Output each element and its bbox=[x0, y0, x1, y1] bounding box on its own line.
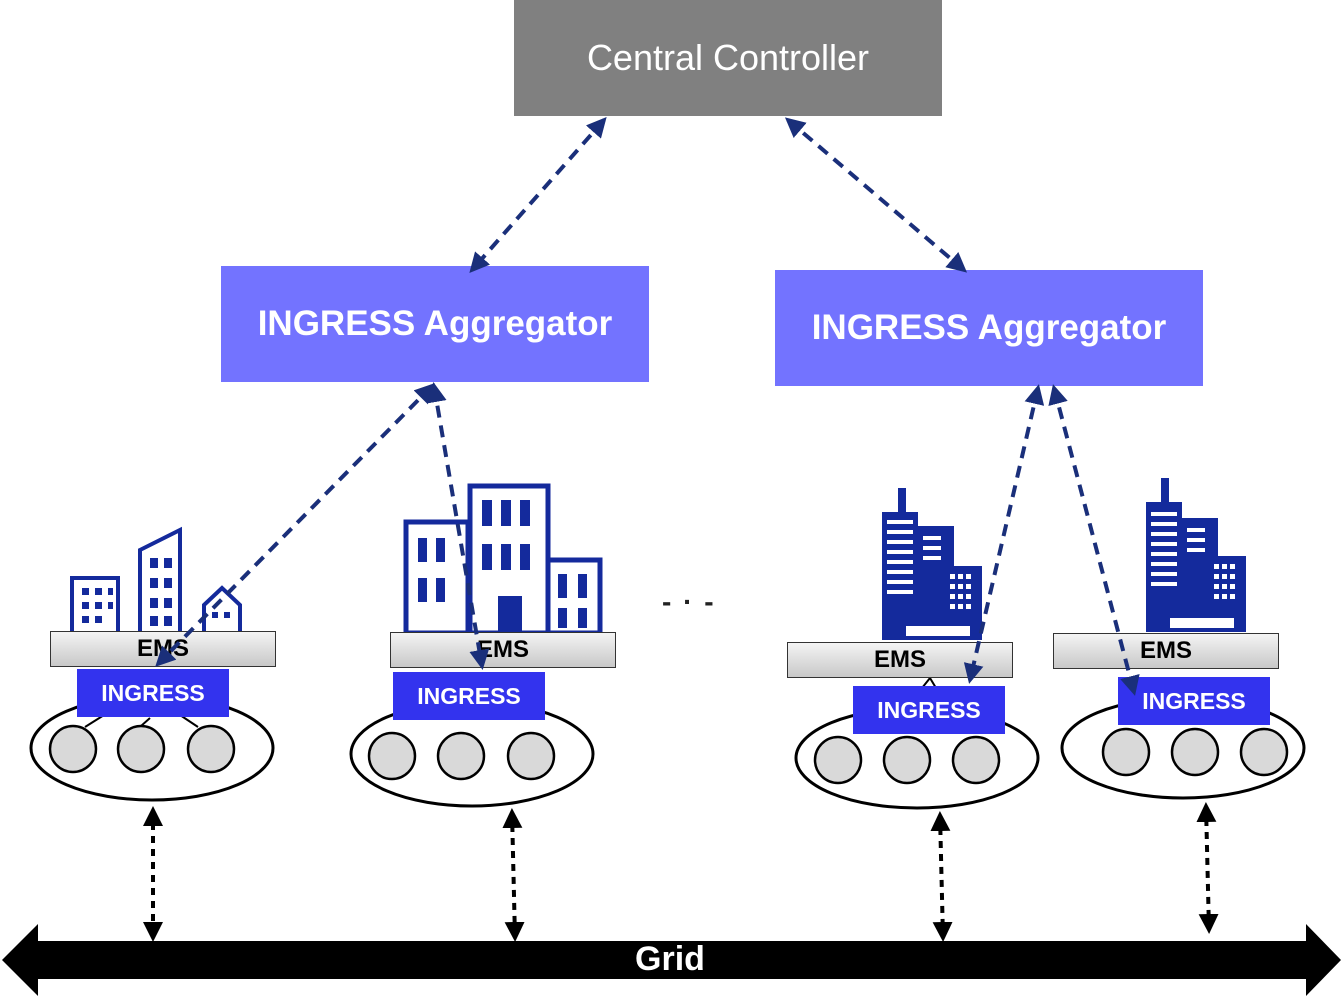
grid-label: Grid bbox=[635, 939, 705, 978]
ems-label: EMS bbox=[1139, 637, 1192, 664]
device-group-2 bbox=[349, 700, 595, 808]
site-grid-link-2 bbox=[502, 808, 525, 942]
ingress-box-2: INGRESS bbox=[393, 672, 545, 720]
central-controller-label: Central Controller bbox=[586, 37, 870, 78]
more-sites-ellipsis: - · - bbox=[662, 586, 716, 617]
ems-label: EMS bbox=[873, 646, 926, 673]
aggregator-box-1: INGRESS Aggregator bbox=[221, 266, 649, 382]
device-node bbox=[48, 724, 98, 774]
ingress-box-4: INGRESS bbox=[1118, 677, 1270, 725]
device-node bbox=[116, 724, 166, 774]
device-node bbox=[436, 731, 486, 781]
device-node bbox=[813, 735, 863, 785]
ingress-label: INGRESS bbox=[101, 679, 205, 706]
ingress-label: INGRESS bbox=[877, 696, 981, 723]
grid-bus bbox=[2, 924, 1341, 996]
device-node bbox=[1170, 727, 1220, 777]
ingress-label: INGRESS bbox=[1142, 687, 1246, 714]
device-group-1 bbox=[29, 694, 275, 802]
ems-box-1: EMS bbox=[50, 631, 276, 667]
building-cluster-2-icon bbox=[403, 483, 603, 636]
central-controller-box: Central Controller bbox=[514, 0, 942, 116]
building-cluster-3-icon bbox=[882, 488, 982, 640]
device-node bbox=[506, 731, 556, 781]
site-grid-link-3 bbox=[930, 811, 953, 942]
ingress-box-3: INGRESS bbox=[853, 686, 1005, 734]
ems-box-4: EMS bbox=[1053, 633, 1279, 669]
aggregator-label-1: INGRESS Aggregator bbox=[257, 304, 613, 343]
ems-label: EMS bbox=[136, 635, 189, 662]
ems-box-2: EMS bbox=[390, 632, 616, 668]
building-cluster-1-icon bbox=[70, 526, 242, 635]
ingress-label: INGRESS bbox=[417, 682, 521, 709]
aggregator-label-2: INGRESS Aggregator bbox=[811, 308, 1167, 347]
site-grid-link-4 bbox=[1196, 802, 1219, 934]
device-node bbox=[367, 731, 417, 781]
aggregator-box-2: INGRESS Aggregator bbox=[775, 270, 1203, 386]
ems-label: EMS bbox=[476, 636, 529, 663]
ems-box-3: EMS bbox=[787, 642, 1013, 678]
device-node bbox=[882, 735, 932, 785]
building-cluster-4-icon bbox=[1146, 478, 1246, 632]
device-node bbox=[951, 735, 1001, 785]
device-node bbox=[1239, 727, 1289, 777]
ingress-box-1: INGRESS bbox=[77, 669, 229, 717]
device-node bbox=[1101, 727, 1151, 777]
device-node bbox=[186, 724, 236, 774]
